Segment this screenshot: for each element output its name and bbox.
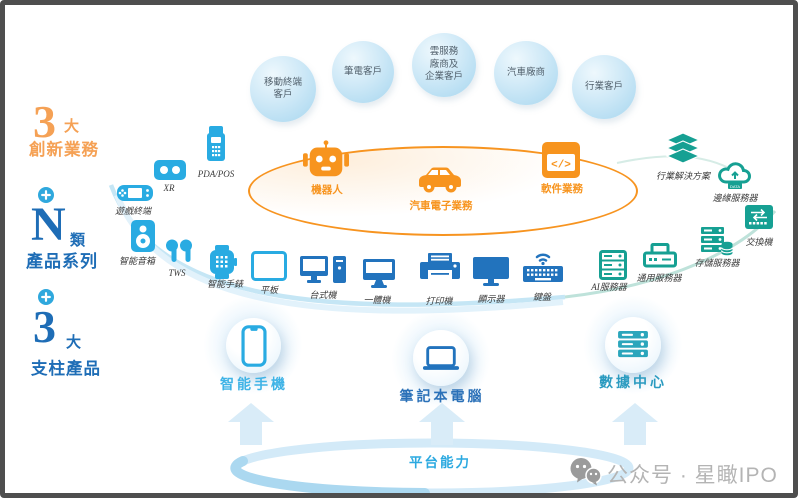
xr-goggles-icon (154, 160, 186, 180)
game-console-icon (117, 184, 153, 202)
car-icon (415, 165, 465, 195)
all-in-one-icon (363, 259, 395, 289)
plus-icon (38, 187, 54, 203)
product-label: 邊緣服務器 (712, 193, 758, 203)
customer-label: 汽車廠商 (506, 67, 545, 78)
product-label: TWS (168, 268, 186, 278)
wechat-icon (568, 457, 602, 486)
customer-sphere: 行業客戶 (572, 55, 636, 119)
product-label: 平板 (259, 285, 278, 295)
storage-server-icon (701, 227, 733, 257)
svg-text:DATA: DATA (730, 184, 740, 189)
pillar-label: 數據中心 (599, 374, 667, 390)
product-label: 智能音箱 (118, 256, 155, 266)
innovation-label: 軟件業務 (541, 183, 583, 195)
edge-server-icon: DATA (717, 161, 753, 191)
tablet-icon (251, 251, 287, 281)
watermark-text: 公众号 · 星瞰IPO (607, 464, 778, 487)
keyboard-icon (523, 249, 563, 283)
product-label: 存儲服務器 (694, 258, 740, 268)
plus-icon (38, 289, 54, 305)
innovation-label: 機器人 (311, 184, 343, 196)
up-arrow-icon (419, 403, 465, 445)
group-name: 支柱產品 (31, 360, 101, 378)
connector-arcs (108, 155, 777, 493)
network-switch-icon (745, 205, 773, 229)
group-unit: 大 (66, 334, 82, 351)
customer-sphere: 雲服務 廠商及 企業客戶 (412, 33, 476, 97)
product-label: PDA/POS (197, 169, 235, 179)
desktop-pc-icon (300, 256, 346, 286)
smartwatch-icon (207, 245, 237, 279)
group-number: 3 (33, 301, 56, 352)
up-arrow-icon (612, 403, 658, 445)
customer-label: 筆電客戶 (343, 66, 382, 77)
product-label: 鍵盤 (532, 292, 551, 302)
laptop-circle (413, 330, 469, 386)
smartphone-circle (226, 318, 281, 373)
product-label: 智能手錶 (206, 279, 243, 289)
monitor-icon (473, 257, 509, 287)
group-unit: 類 (70, 232, 86, 249)
product-label: 一體機 (363, 295, 391, 305)
product-label: 通用服務器 (636, 273, 682, 283)
earbuds-icon (165, 239, 193, 265)
smartphone-icon (240, 324, 267, 367)
product-label: 行業解決方案 (655, 171, 710, 181)
group-number: 3 (33, 96, 56, 147)
datacenter-icon (618, 331, 648, 359)
robot-icon (303, 139, 349, 179)
group-number: N (31, 198, 66, 251)
pillar-label: 筆記本電腦 (399, 388, 485, 404)
customer-label: 移動終端 客戶 (263, 77, 302, 100)
platform-label: 平台能力 (409, 455, 471, 470)
product-label: XR (163, 183, 175, 193)
product-label: AI服務器 (591, 282, 627, 292)
industry-solution-icon (665, 133, 701, 165)
up-arrow-icon (228, 403, 274, 445)
datacenter-circle (605, 317, 661, 373)
svg-text:</>: </> (551, 160, 571, 172)
general-server-icon (643, 243, 677, 269)
software-icon: </> (542, 142, 580, 178)
laptop-icon (422, 345, 460, 371)
group-name: 產品系列 (26, 252, 98, 271)
customer-sphere: 汽車廠商 (494, 41, 558, 105)
smart-speaker-icon (131, 220, 155, 252)
customer-sphere: 移動終端 客戶 (250, 56, 316, 122)
product-label: 台式機 (309, 290, 337, 300)
customer-sphere: 筆電客戶 (332, 41, 394, 103)
group-unit: 大 (64, 118, 80, 135)
innovation-label: 汽車電子業務 (409, 200, 473, 212)
product-label: 交換機 (745, 237, 773, 247)
customer-label: 雲服務 廠商及 企業客戶 (424, 47, 463, 83)
product-label: 打印機 (425, 296, 453, 306)
pillar-label: 智能手機 (220, 376, 288, 392)
printer-icon (420, 253, 460, 286)
customer-label: 行業客戶 (584, 81, 623, 92)
product-label: 遊戲終端 (114, 206, 151, 216)
ai-server-icon (599, 250, 627, 280)
product-label: 顯示器 (477, 294, 505, 304)
group-name: 創新業務 (29, 141, 99, 159)
pos-terminal-icon (204, 126, 228, 162)
